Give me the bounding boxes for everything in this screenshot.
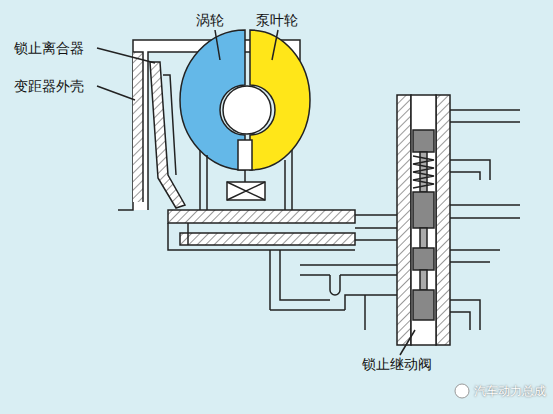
part-label: 泵叶轮 — [256, 12, 298, 29]
part-label: 变距器外壳 — [14, 78, 84, 95]
part-label: 锁止离合器 — [14, 40, 84, 57]
part-label: 锁止继动阀 — [362, 356, 432, 373]
wechat-icon — [455, 384, 469, 398]
part-label: 涡轮 — [196, 12, 224, 29]
watermark: 汽车动力总成 — [474, 384, 546, 398]
